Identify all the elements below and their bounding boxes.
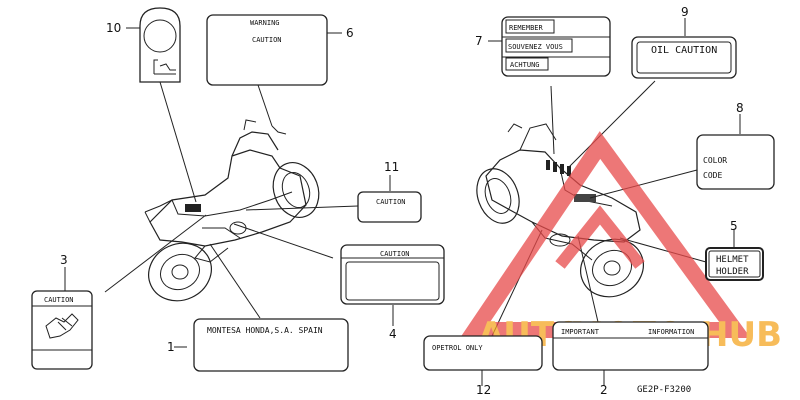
label-11-caution[interactable]: CAUTION <box>357 191 422 223</box>
label-1-manufacturer-text: MONTESA HONDA,S.A. SPAIN <box>207 326 323 335</box>
label-7-achtung-text: ACHTUNG <box>510 61 540 69</box>
leader-lines <box>64 18 741 386</box>
callout-12: 12 <box>476 383 491 397</box>
callout-2: 2 <box>600 383 608 397</box>
label-2-important-text: IMPORTANT <box>561 328 600 336</box>
callout-5: 5 <box>730 219 738 233</box>
label-4-caution-text: CAUTION <box>380 250 410 258</box>
label-12-petrol-only[interactable]: OPETROL ONLY <box>423 335 543 371</box>
label-7-remember[interactable]: REMEMBER SOUVENEZ VOUS ACHTUNG <box>501 16 611 77</box>
label-3-caution-pictogram[interactable]: CAUTION <box>31 290 93 370</box>
label-5-helmet-holder[interactable]: HELMET HOLDER <box>705 247 764 281</box>
label-1-manufacturer[interactable]: MONTESA HONDA,S.A. SPAIN <box>193 318 349 372</box>
label-8-color-text: COLOR <box>703 156 727 165</box>
label-8-color-code[interactable]: COLOR CODE <box>696 134 775 190</box>
callout-1: 1 <box>167 340 175 354</box>
label-6-warning[interactable]: WARNING CAUTION <box>206 14 328 86</box>
label-3-caution-text: CAUTION <box>44 296 74 304</box>
callout-7: 7 <box>475 34 483 48</box>
label-2-information-text: INFORMATION <box>648 328 694 336</box>
motorcycle-left <box>144 119 320 302</box>
label-7-remember-text: REMEMBER <box>509 24 544 32</box>
label-6-warning-text: WARNING <box>250 19 280 27</box>
watermark-text-hub: HUB <box>700 315 782 355</box>
label-9-oil-caution[interactable]: OIL CAUTION <box>631 36 737 79</box>
callout-8: 8 <box>736 101 744 115</box>
callout-3: 3 <box>60 253 68 267</box>
label-9-oil-caution-text: OIL CAUTION <box>651 45 717 56</box>
callout-6: 6 <box>346 26 354 40</box>
callout-11: 11 <box>384 160 399 174</box>
label-6-caution-text: CAUTION <box>252 36 282 44</box>
label-8-code-text: CODE <box>703 171 722 180</box>
label-5-holder-text: HOLDER <box>716 267 749 277</box>
callout-9: 9 <box>681 5 689 19</box>
callout-10: 10 <box>106 21 121 35</box>
label-2-important-information[interactable]: IMPORTANT INFORMATION <box>552 321 709 371</box>
label-11-caution-text: CAUTION <box>376 198 406 206</box>
diagram-code: GE2P-F3200 <box>637 385 691 395</box>
callout-4: 4 <box>389 327 397 341</box>
label-12-petrol-text: OPETROL ONLY <box>432 344 483 352</box>
label-4-caution[interactable]: CAUTION <box>340 244 445 305</box>
label-7-souvenez-text: SOUVENEZ VOUS <box>508 43 563 51</box>
label-10-pictogram[interactable] <box>139 7 181 83</box>
label-5-helmet-text: HELMET <box>716 255 749 265</box>
